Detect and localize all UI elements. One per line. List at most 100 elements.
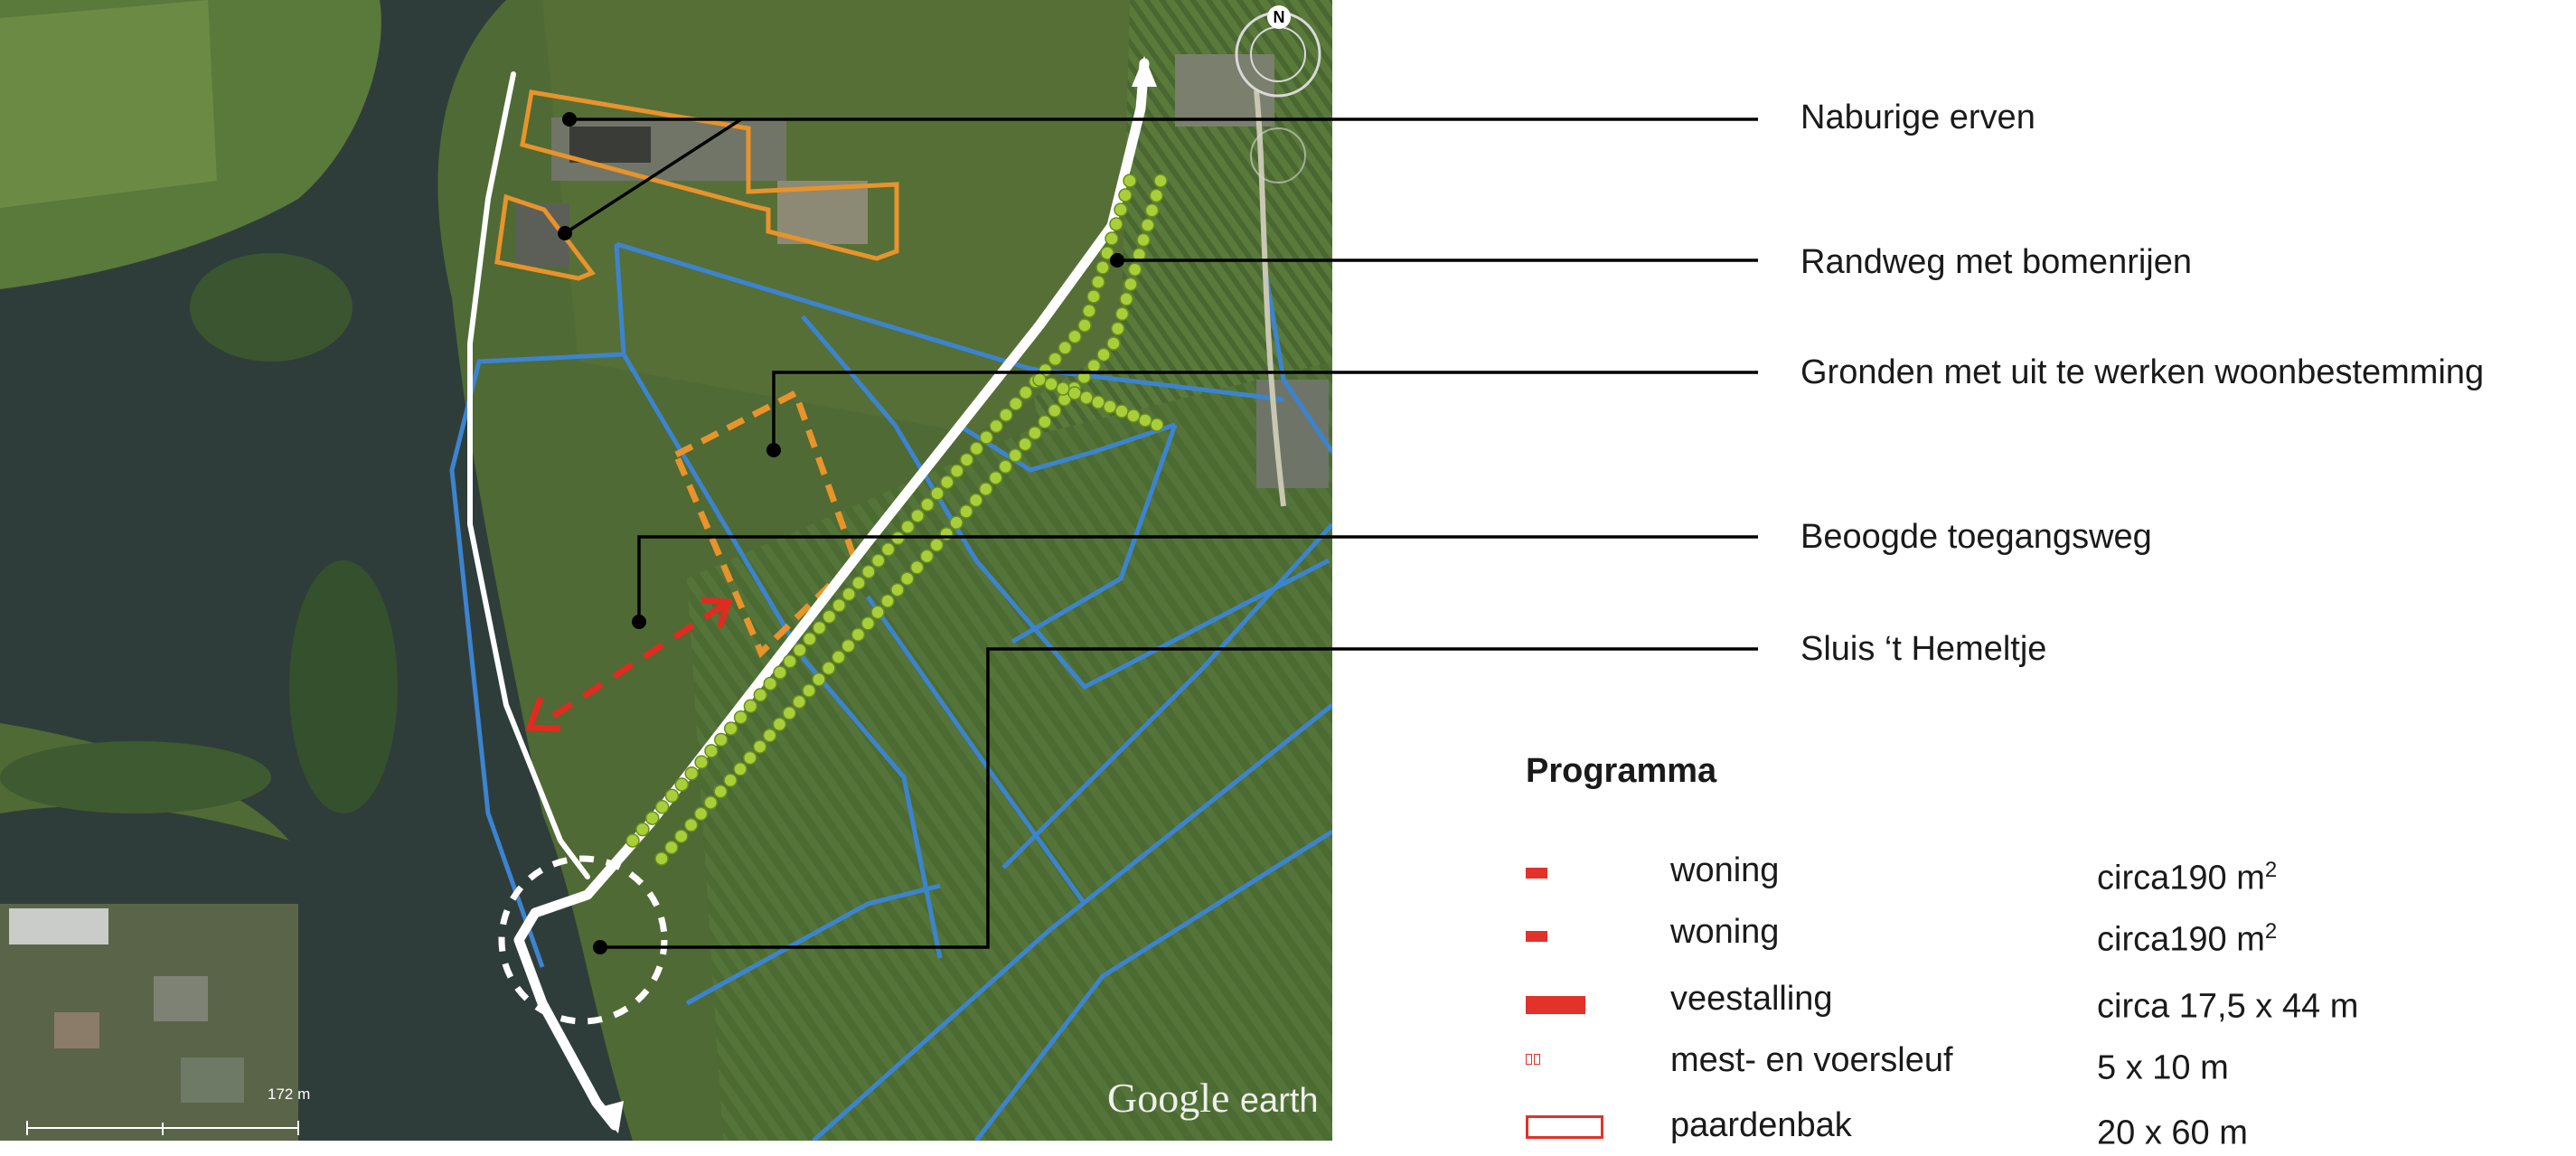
tree-dot <box>919 549 935 564</box>
road-arrow-north <box>1132 56 1157 87</box>
tree-dot <box>812 672 826 687</box>
tree-dot <box>1103 399 1117 414</box>
tree-dot <box>999 408 1013 422</box>
tree-dot <box>1100 246 1114 260</box>
tree-dot <box>920 497 935 512</box>
programme-item-size: 5 x 10 m <box>2097 1048 2229 1087</box>
house-swatch-icon <box>1526 868 1547 879</box>
tree-dot <box>1150 418 1164 432</box>
tree-dot <box>1091 395 1105 409</box>
tree-dot <box>802 683 816 698</box>
tree-dot <box>1119 292 1133 306</box>
tree-dot <box>959 504 973 519</box>
tree-dot <box>625 833 640 848</box>
tree-dot <box>1144 202 1160 218</box>
tree-dot <box>1009 396 1023 411</box>
tree-dot <box>1086 359 1102 373</box>
programme-title: Programma <box>1526 752 1717 790</box>
tree-dot <box>969 441 984 456</box>
tree-dot <box>860 616 876 631</box>
tree-dot <box>861 564 876 579</box>
label-ring-road-trees: Randweg met bomenrijen <box>1800 243 2193 281</box>
tree-dot <box>812 620 827 635</box>
label-sluice: Sluis ‘t Hemeltje <box>1800 630 2047 668</box>
tree-dot <box>822 661 836 676</box>
tree-dot <box>664 840 679 855</box>
tree-dot <box>802 632 817 646</box>
tree-dot <box>841 638 856 653</box>
tree-dot <box>1008 448 1023 463</box>
tree-dot <box>684 766 699 781</box>
tree-dot <box>910 508 925 523</box>
silo-swatch-icon <box>1526 1054 1540 1065</box>
tree-dot <box>733 762 747 776</box>
tree-dot <box>793 643 807 658</box>
river <box>0 0 633 1141</box>
tree-dot <box>1127 262 1142 277</box>
programme-item-size: circa 17,5 x 44 m <box>2097 987 2359 1026</box>
tree-dot <box>1018 437 1032 452</box>
tree-dot <box>870 553 886 568</box>
tree-dot <box>949 464 964 478</box>
arena-swatch-icon <box>1526 1115 1603 1139</box>
tree-dot <box>1067 386 1082 400</box>
tree-dot <box>851 627 866 642</box>
tree-dot <box>929 538 945 552</box>
tree-dot <box>1076 370 1092 384</box>
tree-dot <box>1019 385 1033 400</box>
tree-dot <box>713 784 728 799</box>
tree-dot <box>1048 352 1063 366</box>
tree-dot <box>703 795 719 810</box>
tree-dot <box>890 582 905 597</box>
tree-dot <box>988 470 1003 485</box>
tree-dot <box>1038 414 1052 429</box>
aerial-map <box>0 0 1332 1141</box>
tree-dot <box>949 515 964 531</box>
tree-dot <box>1067 329 1082 344</box>
tree-dot <box>831 650 846 664</box>
programme-row: paardenbak 20 x 60 m <box>1526 1103 2565 1152</box>
road-arrow-south <box>597 1101 624 1133</box>
tree-dot <box>1091 275 1105 289</box>
tree-dot <box>635 822 650 837</box>
house-swatch-icon <box>1526 931 1547 942</box>
tree-dot <box>1153 174 1168 188</box>
tree-dot <box>969 493 983 508</box>
tree-dot <box>1077 318 1092 333</box>
tree-dot <box>674 777 690 792</box>
tree-dot <box>1106 336 1121 351</box>
tree-dot <box>762 728 777 743</box>
tree-dot <box>1149 188 1164 203</box>
tree-dot <box>959 452 974 467</box>
tree-dot <box>1114 404 1129 418</box>
tree-dot <box>1044 377 1058 391</box>
tree-dot <box>704 744 719 758</box>
tree-dot <box>1109 217 1123 231</box>
tree-dot <box>1141 218 1155 232</box>
tree-dot <box>1114 202 1128 217</box>
tree-dot <box>694 755 709 770</box>
programme-item-name: paardenbak <box>1670 1106 1852 1144</box>
tree-dot <box>723 721 738 736</box>
tree-dot <box>1082 304 1096 318</box>
tree-dot <box>673 829 689 843</box>
tree-dot <box>1086 289 1101 304</box>
tree-dot <box>899 571 915 586</box>
tree-dot <box>998 459 1013 475</box>
tree-dot <box>880 542 896 557</box>
tree-dot <box>1032 372 1047 387</box>
tree-dot <box>1096 347 1111 362</box>
programme-row: woning circa190 m2 <box>1526 848 2565 898</box>
west-dike-road <box>467 71 590 879</box>
tree-dot <box>753 688 768 702</box>
tree-dot <box>714 732 729 747</box>
tree-dot <box>1126 409 1141 423</box>
tree-dot <box>1114 306 1130 322</box>
tree-dot <box>1118 188 1133 202</box>
tree-dot <box>1138 413 1152 428</box>
tree-dot <box>1110 321 1125 336</box>
tree-dot <box>693 806 709 822</box>
tree-dot <box>783 653 797 669</box>
tree-dot <box>939 526 954 541</box>
tree-dot <box>683 818 699 832</box>
